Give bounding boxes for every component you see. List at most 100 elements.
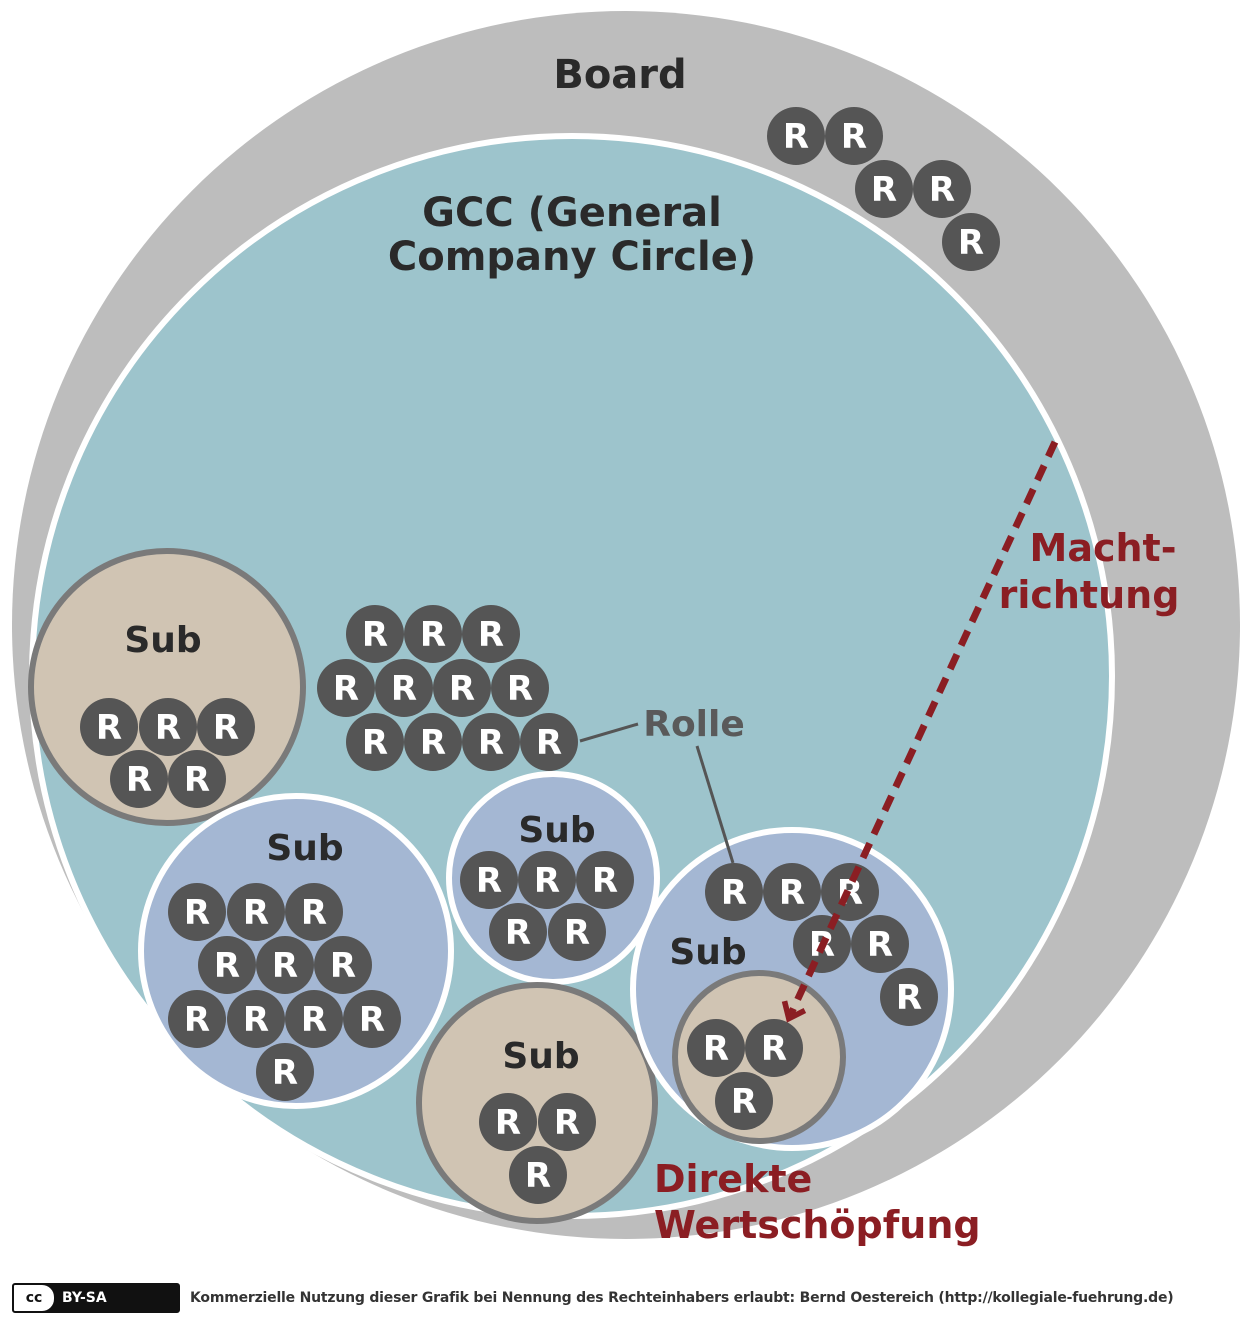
sub-label: Sub [502,1036,579,1077]
role-circle: R [139,698,197,756]
role-letter: R [391,669,417,709]
role-circle: R [913,160,971,218]
role-circle-shape [285,990,343,1048]
role-letter: R [495,1103,521,1143]
role-circle: R [491,659,549,717]
role-circle-shape [110,750,168,808]
role-circle: R [346,605,404,663]
role-letter: R [301,1000,327,1040]
role-letter: R [554,1103,580,1143]
role-letter: R [243,893,269,933]
role-letter: R [184,760,210,800]
role-circle: R [168,883,226,941]
role-letter: R [476,861,502,901]
role-circle: R [227,990,285,1048]
role-circle: R [489,903,547,961]
role-circle-shape [168,990,226,1048]
role-letter: R [525,1156,551,1196]
role-circle: R [548,903,606,961]
role-letter: R [703,1029,729,1069]
role-letter: R [126,760,152,800]
role-circle: R [256,1043,314,1101]
role-circle-shape [489,903,547,961]
role-circle-shape [80,698,138,756]
role-circle: R [168,990,226,1048]
role-letter: R [721,873,747,913]
role-circle-shape [548,903,606,961]
rolle-connector-line [579,722,639,743]
role-circle-shape [491,659,549,717]
role-circle: R [880,968,938,1026]
role-circle-shape [404,605,462,663]
role-letter: R [420,615,446,655]
role-circle-shape [913,160,971,218]
role-circle: R [705,863,763,921]
role-circle-shape [317,659,375,717]
role-letter: R [243,1000,269,1040]
role-letter: R [96,708,122,748]
role-letter: R [507,669,533,709]
role-circle: R [314,936,372,994]
role-circle-shape [576,851,634,909]
role-circle: R [745,1019,803,1077]
role-circle-shape [715,1072,773,1130]
role-circle: R [462,713,520,771]
role-circle-shape [851,915,909,973]
board-label: Board [553,52,686,98]
wertschoepfung-label-line2: Wertschöpfung [654,1203,981,1247]
role-circle: R [433,659,491,717]
role-circle-shape [518,851,576,909]
role-letter: R [731,1082,757,1122]
role-letter: R [184,1000,210,1040]
role-circle-shape [462,605,520,663]
machtrichtung-arrow [781,440,1059,1023]
role-circle: R [375,659,433,717]
gcc-label-line2: Company Circle) [388,234,756,280]
role-letter: R [867,925,893,965]
role-circle-shape [825,107,883,165]
role-circle-shape [256,1043,314,1101]
role-circle-shape [168,750,226,808]
role-circle: R [715,1072,773,1130]
cc-icon: cc [14,1285,54,1311]
role-circle-shape [462,713,520,771]
role-letter: R [362,615,388,655]
role-letter: R [420,723,446,763]
footer: cc BY-SA Kommerzielle Nutzung dieser Gra… [12,1283,1248,1313]
sub-circle-beige-left [28,548,306,826]
role-circle-shape [285,883,343,941]
role-circle-shape [745,1019,803,1077]
role-circle-shape [198,936,256,994]
sub-circle-beige-bottom [416,982,658,1224]
machtrichtung-label-line2: richtung [999,573,1180,617]
role-circle: R [576,851,634,909]
role-circle-shape [197,698,255,756]
role-circle: R [285,990,343,1048]
role-circle-shape [346,605,404,663]
rolle-connector-line [695,745,735,864]
role-letter: R [184,893,210,933]
role-letter: R [779,873,805,913]
role-circle: R [462,605,520,663]
role-letter: R [333,669,359,709]
role-circle: R [518,851,576,909]
role-letter: R [301,893,327,933]
license-type: BY-SA [62,1290,107,1306]
role-letter: R [841,117,867,157]
role-circle-shape [942,213,1000,271]
role-circle-shape [139,698,197,756]
sub-label: Sub [124,620,201,661]
role-letter: R [362,723,388,763]
role-circle: R [538,1093,596,1151]
cc-license-badge[interactable]: cc BY-SA [12,1283,180,1313]
role-letter: R [359,1000,385,1040]
role-letter: R [534,861,560,901]
role-circle-shape [227,990,285,1048]
role-letter: R [929,170,955,210]
role-circle: R [197,698,255,756]
role-circle: R [767,107,825,165]
role-circle: R [317,659,375,717]
role-circle-shape [227,883,285,941]
role-circle: R [687,1019,745,1077]
